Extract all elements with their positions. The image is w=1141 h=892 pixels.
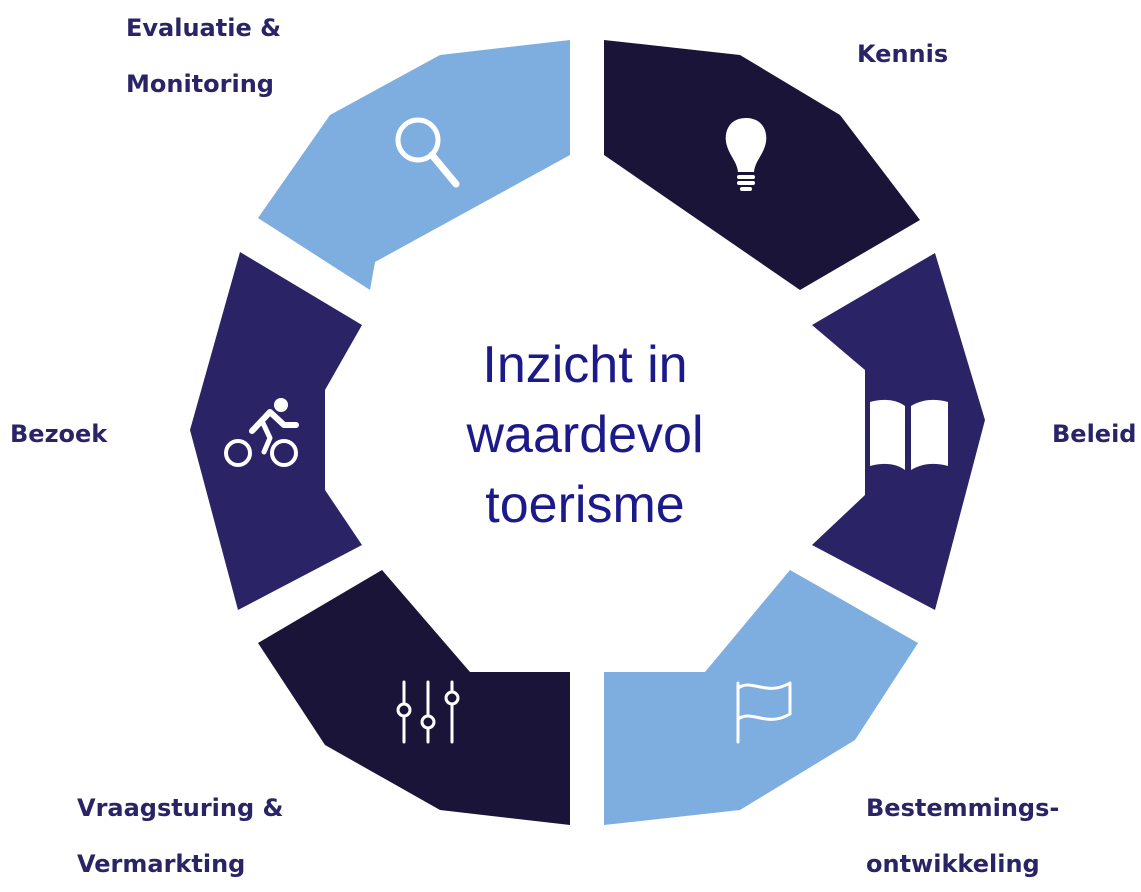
label-vraagsturing-line2: Vermarkting <box>77 850 246 878</box>
search-icon <box>395 117 460 188</box>
cyclist-icon <box>224 398 299 467</box>
label-evaluatie-line1: Evaluatie & <box>126 14 282 42</box>
label-beleid-line1: Beleid <box>1052 420 1137 448</box>
center-line-2: waardevol <box>466 406 704 464</box>
flag-icon <box>736 681 792 744</box>
label-evaluatie-line2: Monitoring <box>126 70 274 98</box>
label-bestemmingsontwikkeling: Bestemmings- ontwikkeling <box>866 780 1059 892</box>
label-bestemmings-line1: Bestemmings- <box>866 794 1060 822</box>
center-line-1: Inzicht in <box>482 336 688 394</box>
segment-kennis <box>604 40 920 290</box>
label-bezoek: Bezoek <box>10 406 107 462</box>
label-vraagsturing-line1: Vraagsturing & <box>77 794 284 822</box>
label-bestemmings-line2: ontwikkeling <box>866 850 1040 878</box>
segment-vraagsturing <box>258 570 570 825</box>
segment-bezoek <box>190 252 362 610</box>
lightbulb-icon <box>725 118 767 191</box>
label-bezoek-line1: Bezoek <box>10 420 108 448</box>
center-title: Inzicht in waardevol toerisme <box>400 330 770 540</box>
segment-bestemmingsontwikkeling <box>604 570 918 825</box>
book-icon <box>870 399 948 470</box>
label-beleid: Beleid <box>1052 406 1136 462</box>
label-kennis-line1: Kennis <box>857 40 949 68</box>
label-evaluatie: Evaluatie & Monitoring <box>126 0 281 112</box>
segment-evaluatie <box>258 40 570 290</box>
label-vraagsturing: Vraagsturing & Vermarkting <box>77 780 283 892</box>
sliders-icon <box>396 680 460 744</box>
label-kennis: Kennis <box>857 26 948 82</box>
center-line-3: toerisme <box>485 476 685 534</box>
